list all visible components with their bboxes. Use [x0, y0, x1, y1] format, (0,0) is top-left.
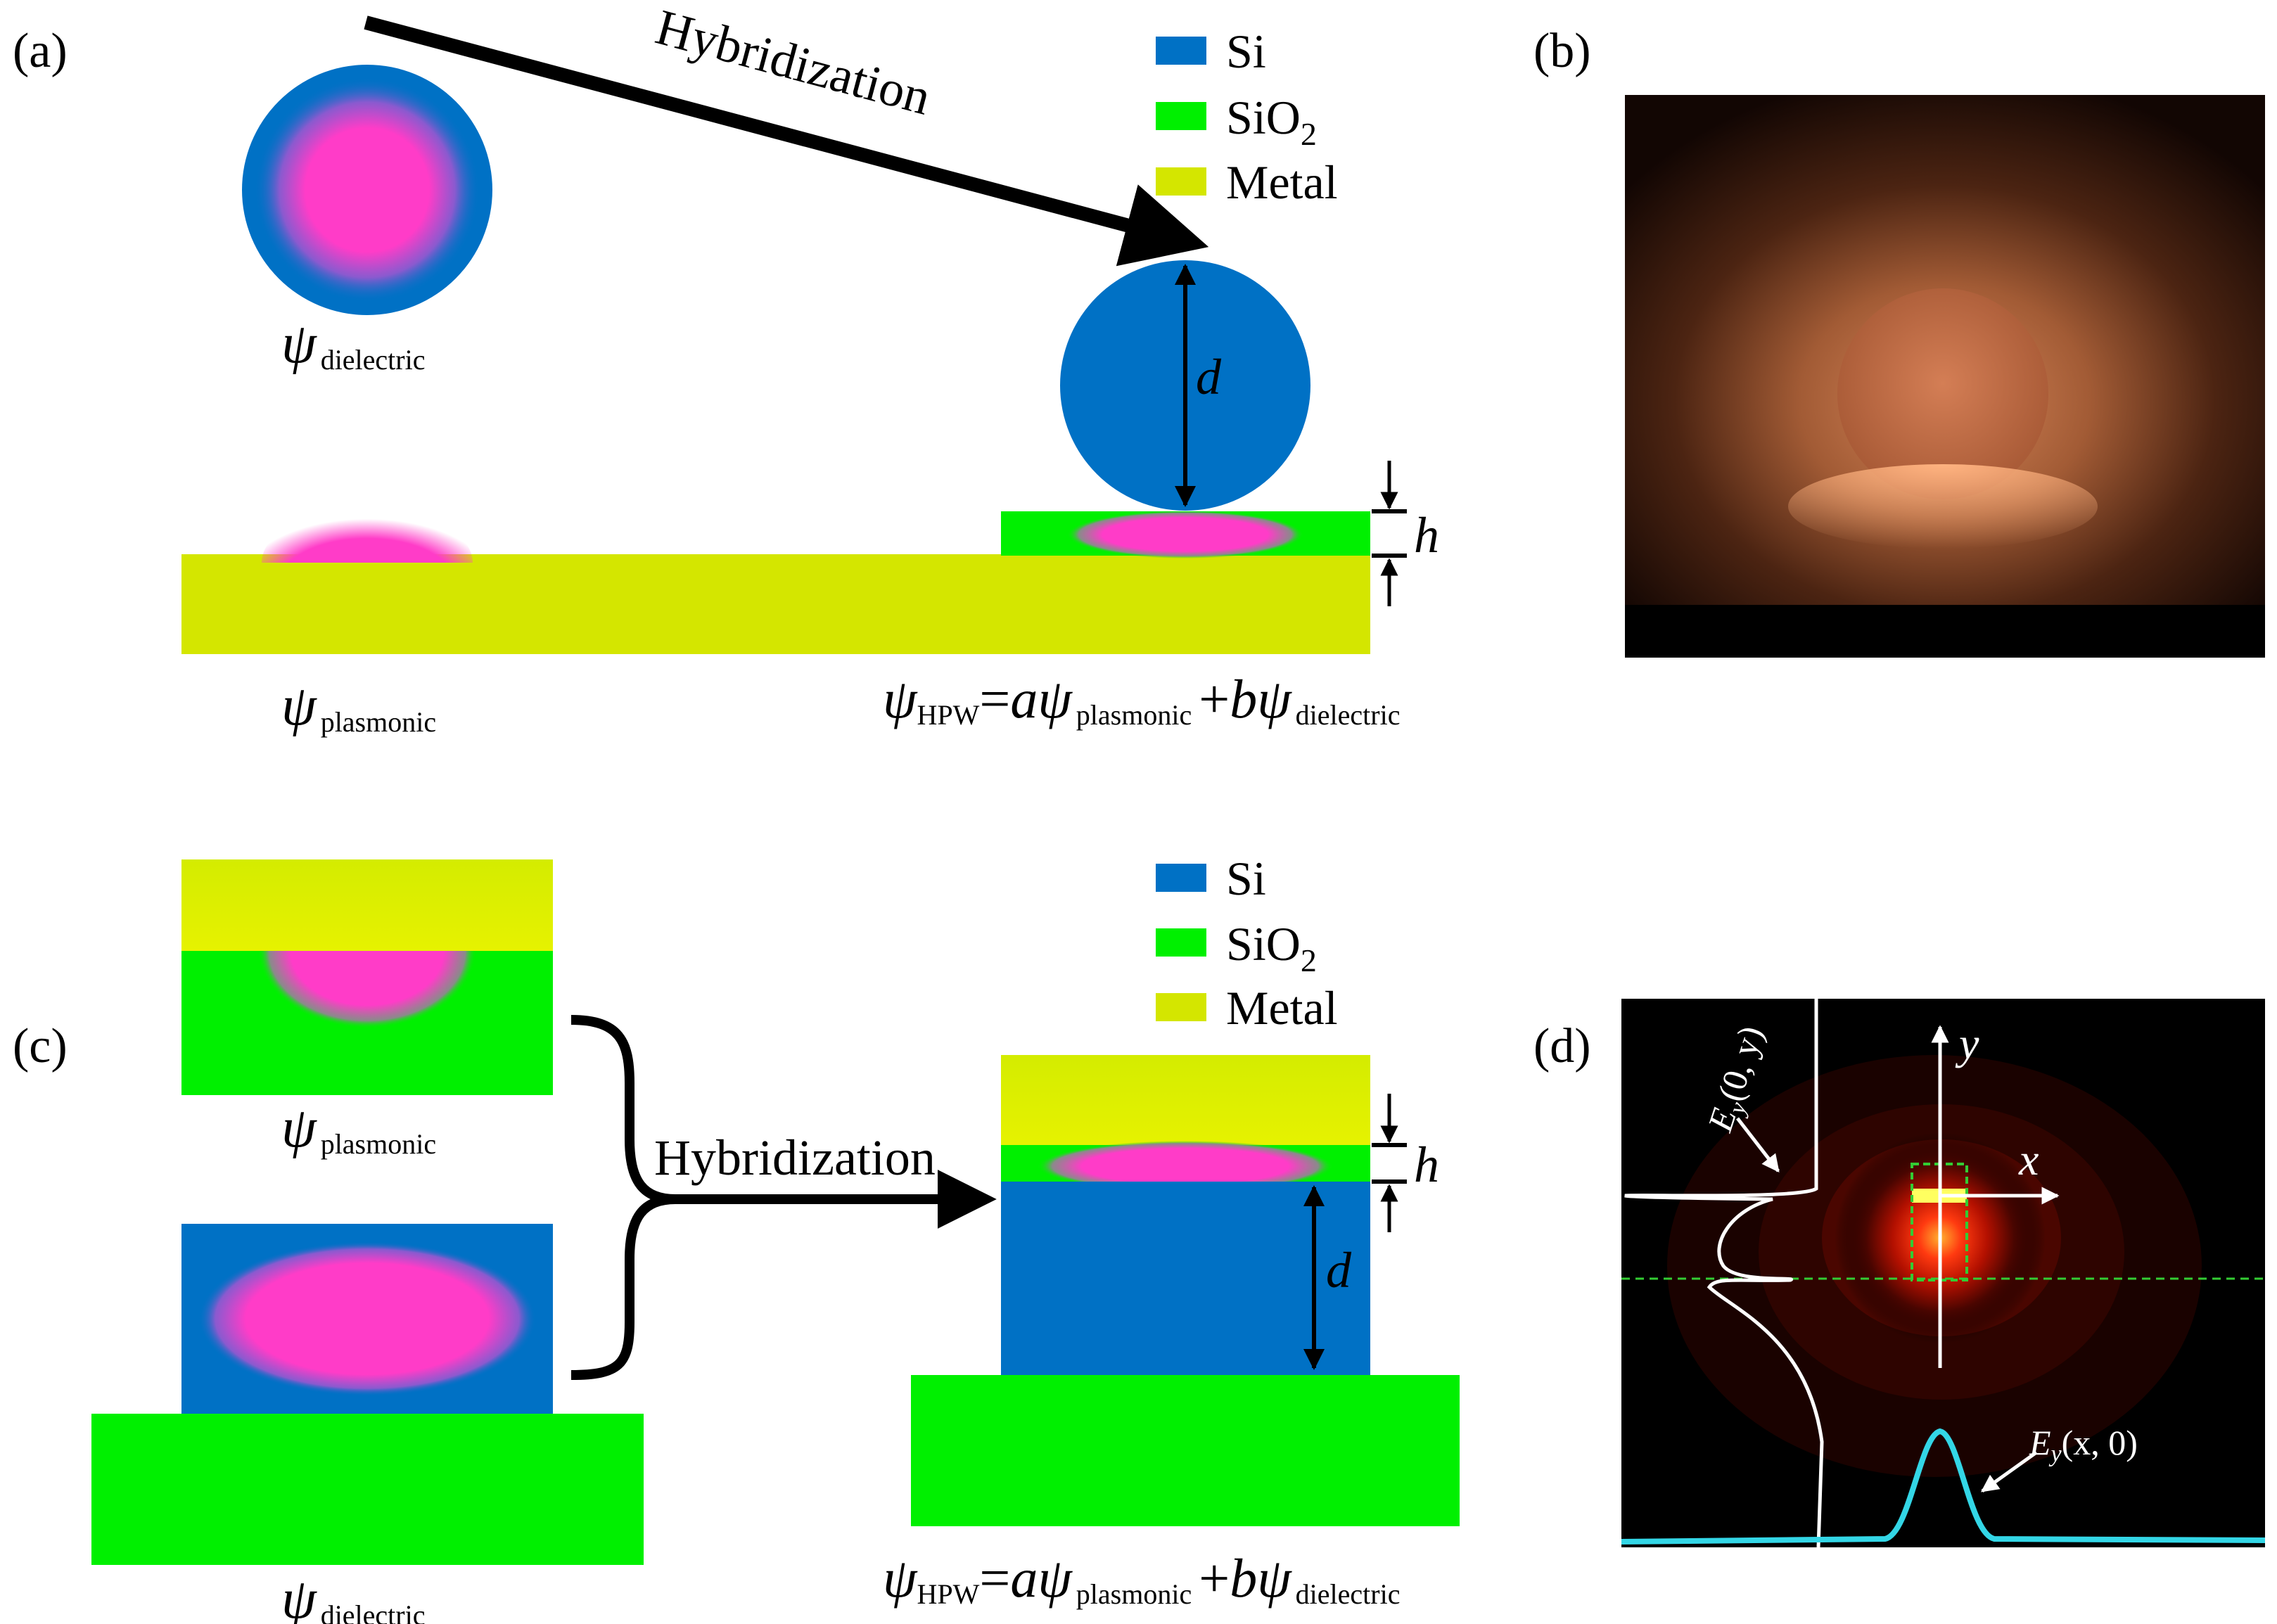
d-label-c: d [1326, 1242, 1352, 1298]
metal-slab-a [181, 554, 1370, 654]
legend-swatch-sio2 [1156, 102, 1206, 130]
legend-label-si-2: Si [1226, 852, 1266, 905]
field-map-d: y x Ey(0, y) Ey(x, 0) [1621, 999, 2266, 1548]
sio2-substrate-c-left [91, 1414, 644, 1565]
metal-cap-c [1001, 1055, 1370, 1145]
hybridization-arrow-a [364, 15, 1209, 267]
x-axis-label-d: x [2018, 1134, 2039, 1184]
panel-label-c: (c) [13, 1019, 68, 1073]
legend-swatch-si [1156, 37, 1206, 65]
plasmonic-mode-c [258, 951, 476, 1028]
legend-swatch-si-2 [1156, 864, 1206, 892]
mode-image-b [1625, 95, 2265, 658]
nanowire-glow-b [1837, 288, 2048, 499]
ey-x0-pointer [1980, 1450, 2038, 1493]
legend-label-metal-2: Metal [1226, 981, 1338, 1035]
legend-label-sio2-2: SiO2 [1226, 917, 1317, 978]
ey-horizontal-profile [1621, 1428, 2266, 1545]
panel-label-d: (d) [1533, 1019, 1591, 1073]
panel-label-b: (b) [1533, 24, 1591, 78]
d-label-a: d [1196, 349, 1222, 405]
ey-vertical-profile [1624, 999, 1824, 1548]
legend-swatch-metal [1156, 167, 1206, 196]
dielectric-mode-circle [242, 65, 492, 315]
plasmonic-mode-a [262, 508, 473, 563]
legend-bottom: Si SiO2 Metal [1156, 852, 1338, 1035]
legend-swatch-sio2-2 [1156, 928, 1206, 957]
dielectric-mode-c [198, 1241, 536, 1396]
metal-slab-c [181, 859, 553, 951]
h-dimension-c [1372, 1094, 1407, 1232]
legend-label-sio2: SiO2 [1226, 91, 1317, 152]
y-axis-label-d: y [1955, 1018, 1979, 1068]
ey-x0-label: Ey(x, 0) [2029, 1423, 2138, 1467]
legend-label-metal: Metal [1226, 155, 1338, 209]
h-dimension-a [1372, 461, 1407, 606]
hybrid-mode-a [1067, 511, 1303, 558]
gap-glow-b [1788, 464, 2098, 549]
ey-0y-pointer [1736, 1117, 1780, 1172]
hybridization-label-c: Hybridization [654, 1130, 936, 1186]
h-label-c: h [1414, 1137, 1439, 1193]
legend-label-si: Si [1226, 25, 1266, 78]
legend-swatch-metal-2 [1156, 993, 1206, 1021]
h-label-a: h [1414, 507, 1439, 563]
hybridization-brace [570, 1015, 676, 1380]
sio2-substrate-c-right [911, 1375, 1460, 1526]
hybrid-mode-c [1038, 1141, 1333, 1191]
legend-top: Si SiO2 Metal [1156, 25, 1338, 209]
panel-label-a: (a) [13, 24, 68, 78]
